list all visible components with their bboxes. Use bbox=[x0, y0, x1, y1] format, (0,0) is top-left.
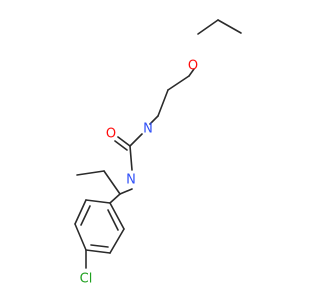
bond-ethyl-ch2-o bbox=[197, 19, 219, 35]
bond-ch-ring bbox=[109, 193, 121, 204]
ring-bond-1 bbox=[85, 199, 111, 204]
ring-bond-2 bbox=[74, 199, 87, 225]
bond-c-o-double-a bbox=[117, 136, 131, 147]
ring-bond-5 bbox=[109, 228, 125, 254]
ring-bond-3 bbox=[74, 223, 87, 251]
molecule-structure: O N O N Cl bbox=[74, 19, 242, 287]
ring-inner-3 bbox=[107, 209, 119, 231]
bond-n-ch bbox=[119, 188, 133, 195]
ring-bond-4 bbox=[85, 249, 111, 254]
bond-c-o-double-b bbox=[114, 140, 128, 151]
bond-propyl-n bbox=[149, 115, 159, 125]
bond-ethyl-terminal bbox=[76, 170, 105, 176]
bond-propyl-1 bbox=[167, 75, 190, 91]
carbonyl-oxygen-label: O bbox=[106, 127, 116, 142]
ether-oxygen-label: O bbox=[188, 59, 198, 74]
bond-carbonyl-n bbox=[129, 145, 133, 171]
bond-propyl-2 bbox=[157, 89, 169, 117]
bond-o-propyl bbox=[188, 68, 195, 77]
ring-bond-6 bbox=[109, 202, 125, 230]
ring-inner-2 bbox=[90, 244, 109, 248]
bond-ch-ethyl bbox=[103, 170, 121, 195]
ring-inner-1 bbox=[80, 205, 91, 226]
bonds bbox=[74, 19, 242, 269]
urea-nitrogen-lower-label: N bbox=[126, 173, 136, 188]
atom-labels: O N O N Cl bbox=[80, 59, 198, 287]
bond-n-carbonyl bbox=[129, 133, 143, 147]
bond-ethyl-ch3 bbox=[217, 19, 242, 34]
urea-nitrogen-upper-label: N bbox=[143, 122, 153, 137]
molecule-canvas: O N O N Cl bbox=[74, 19, 242, 287]
chlorine-label: Cl bbox=[80, 272, 93, 287]
